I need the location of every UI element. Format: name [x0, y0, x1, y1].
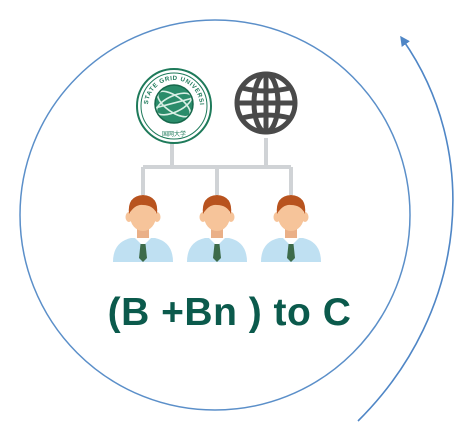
- person-avatar-icon: [113, 195, 173, 262]
- model-caption: (B +Bn ) to C: [107, 291, 352, 334]
- state-grid-university-logo: STATE GRID UNIVERSITY 国网大学: [0, 0, 212, 144]
- cycle-arrow: [357, 35, 454, 422]
- globe-icon: [234, 71, 298, 135]
- hierarchy-connectors: [141, 138, 293, 195]
- outer-circle: [19, 19, 411, 411]
- person-avatar-icon: [261, 195, 321, 262]
- users-row: [113, 195, 321, 262]
- logo-sub-text: 国网大学: [162, 130, 186, 138]
- person-avatar-icon: [187, 195, 247, 262]
